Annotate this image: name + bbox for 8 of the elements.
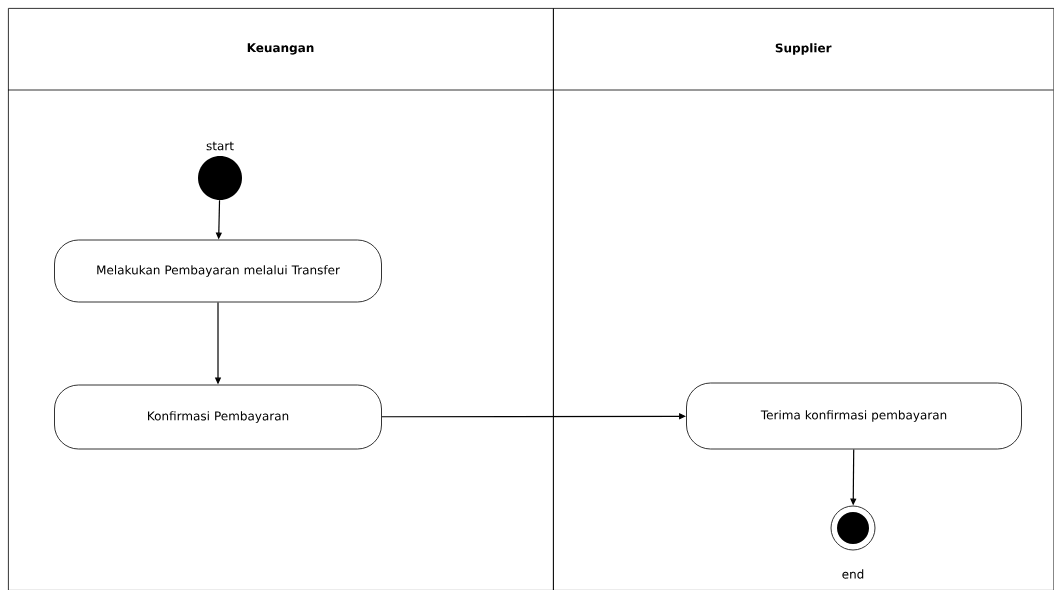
activity-box: Terima konfirmasi pembayaran	[686, 382, 1022, 450]
end-node	[830, 505, 876, 551]
start-node	[198, 156, 242, 200]
activity-box: Konfirmasi Pembayaran	[54, 384, 382, 450]
node-caption: end	[842, 569, 864, 579]
activity-box: Melakukan Pembayaran melalui Transfer	[54, 239, 382, 303]
node-caption: start	[206, 141, 234, 151]
arrow	[381, 413, 686, 420]
